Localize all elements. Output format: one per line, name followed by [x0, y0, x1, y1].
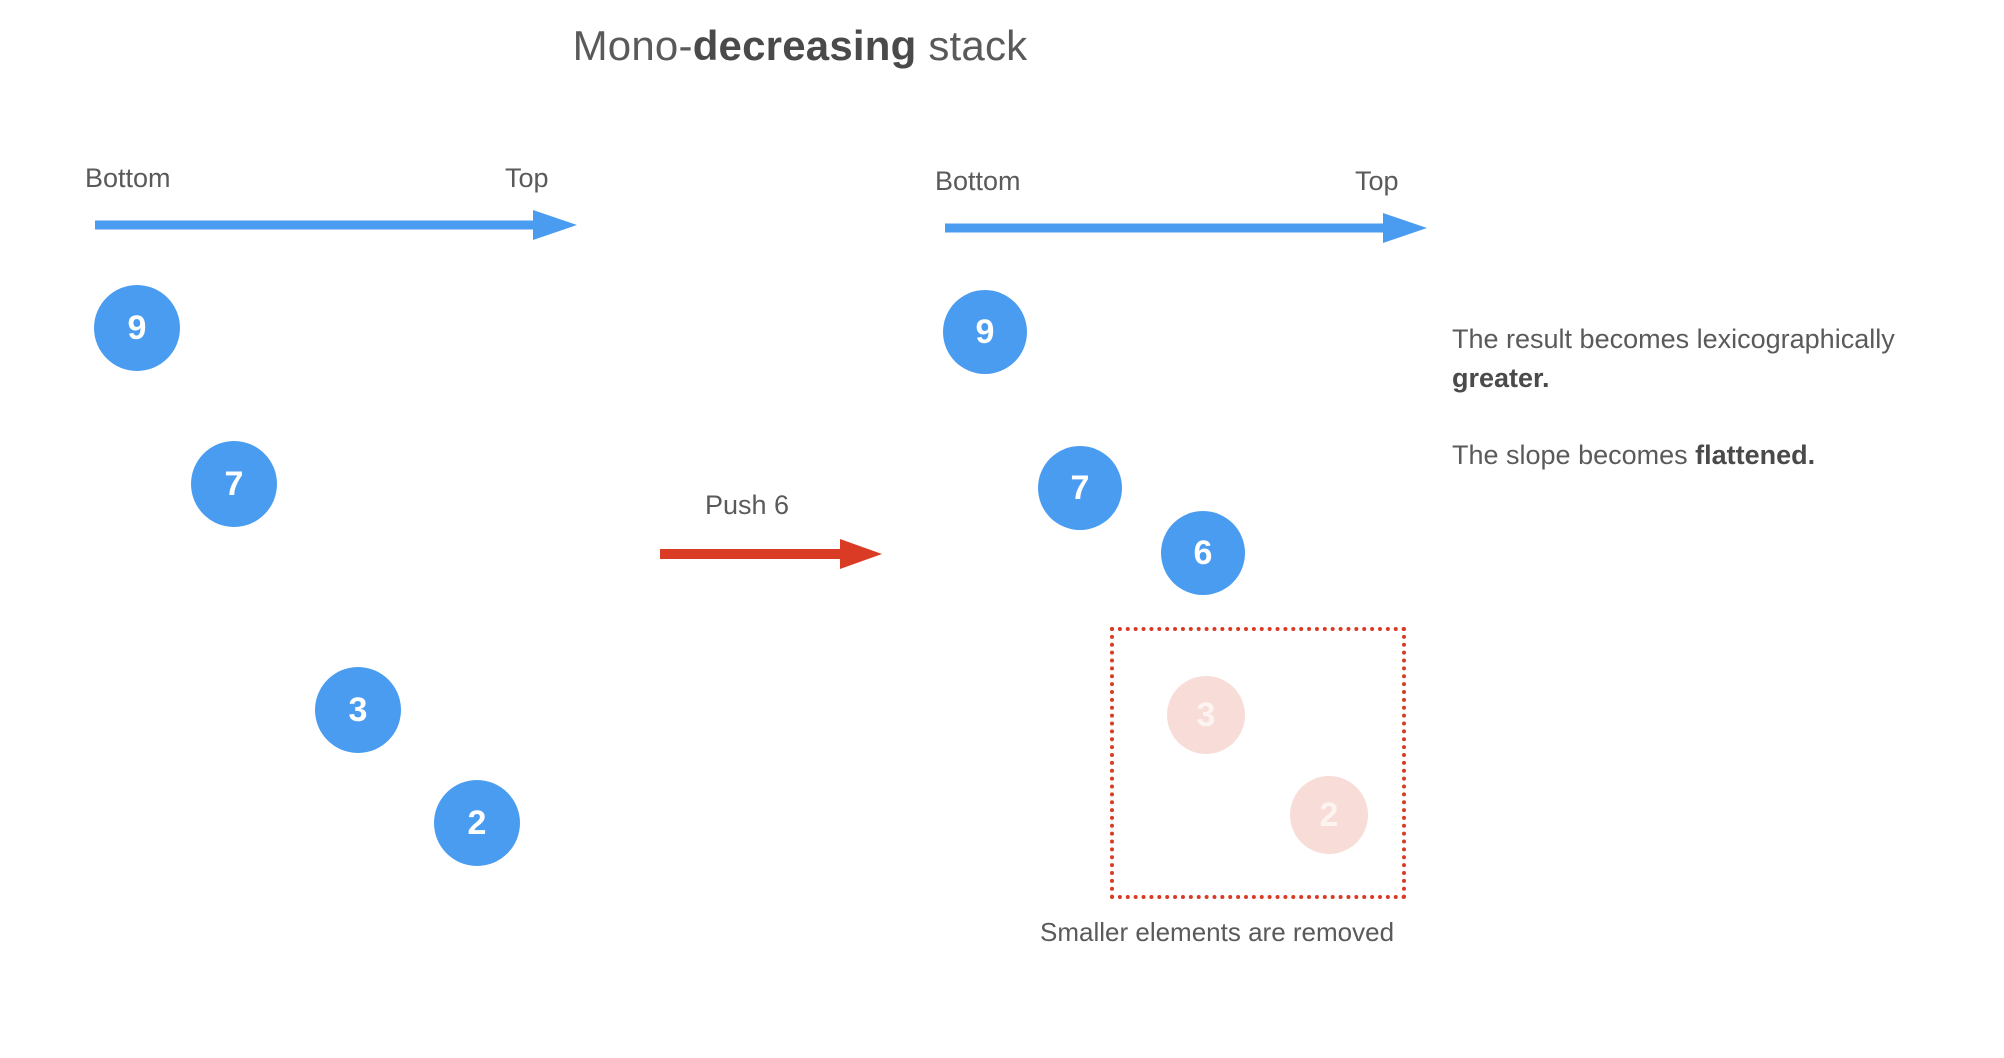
note-0-lead: The result becomes lexicographically	[1452, 324, 1895, 354]
note-0-emphasis: greater.	[1452, 363, 1550, 394]
stack-node-left-0: 9	[94, 285, 180, 371]
note-1-lead: The slope becomes	[1452, 440, 1696, 471]
stack-node-left-2: 3	[315, 667, 401, 753]
right-axis-top-label: Top	[1355, 166, 1399, 196]
note-0: The result becomes lexicographically gre…	[1452, 320, 1992, 398]
title-suffix: stack	[916, 22, 1028, 69]
push-transition: Push 6	[640, 490, 900, 600]
left-stack-panel: Bottom Top 9 7 3 2	[0, 0, 760, 1058]
note-1: The slope becomes flattened.	[1452, 436, 1992, 475]
notes-panel: The result becomes lexicographically gre…	[1452, 320, 1992, 475]
left-axis-top-label: Top	[505, 163, 549, 193]
removal-caption: Smaller elements are removed	[1040, 917, 1395, 947]
right-stack-panel: Bottom Top 9 7 6 3 2 Smaller elements ar…	[900, 0, 1520, 1058]
push-label: Push 6	[705, 490, 790, 520]
stack-node-right-0: 9	[943, 290, 1027, 374]
right-axis-arrow-icon	[943, 211, 1433, 245]
stack-node-left-3: 2	[434, 780, 520, 866]
removed-node-1: 2	[1290, 776, 1368, 854]
stack-node-right-1: 7	[1038, 446, 1122, 530]
left-axis-arrow-icon	[93, 208, 583, 242]
push-arrow-icon	[658, 538, 886, 570]
note-1-emphasis: flattened.	[1695, 440, 1816, 471]
left-axis-bottom-label: Bottom	[85, 163, 171, 193]
title-prefix: Mono-	[572, 22, 693, 69]
right-axis-bottom-label: Bottom	[935, 166, 1021, 196]
removed-node-0: 3	[1167, 676, 1245, 754]
stack-node-left-1: 7	[191, 441, 277, 527]
title-emphasis: decreasing	[692, 22, 917, 69]
removal-box	[1110, 627, 1406, 899]
stack-node-right-2: 6	[1161, 511, 1245, 595]
page-title: Mono-decreasing stack	[0, 22, 1600, 70]
